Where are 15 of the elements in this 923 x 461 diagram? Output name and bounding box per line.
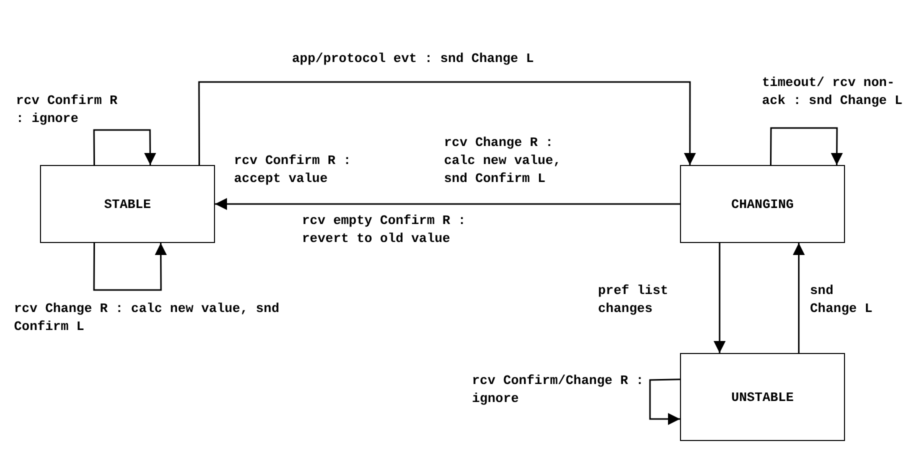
arrow <box>198 81 696 165</box>
arrow <box>93 129 156 165</box>
state-box <box>680 165 845 243</box>
state-box <box>40 165 215 243</box>
arrow <box>714 243 726 353</box>
state-box <box>680 353 845 441</box>
arrow <box>215 198 680 210</box>
state-name: STABLE <box>104 196 151 212</box>
state-name: UNSTABLE <box>731 390 794 404</box>
arrow <box>93 243 167 291</box>
arrow <box>770 127 843 165</box>
arrow <box>792 243 805 353</box>
arrow <box>649 378 680 425</box>
edge-label: timeout/ rcv non-ack : snd Change L <box>760 74 904 110</box>
state-name: CHANGING <box>731 196 794 212</box>
